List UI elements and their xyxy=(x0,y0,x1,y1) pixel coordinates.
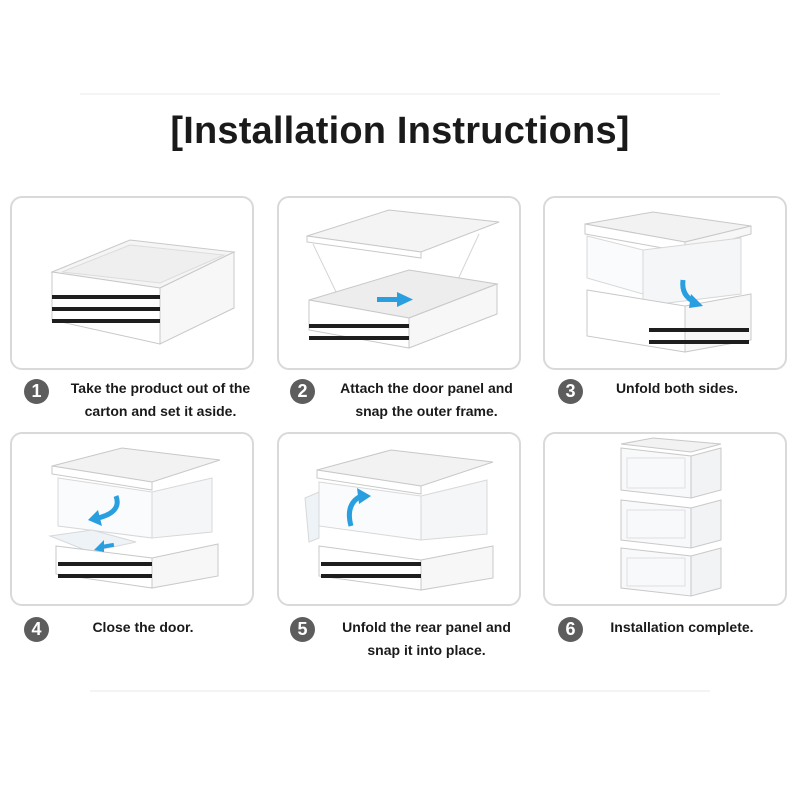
step-caption: Attach the door panel and snap the outer… xyxy=(340,380,513,419)
fold-slot-1 xyxy=(52,295,160,299)
step-6: 6 Installation complete. xyxy=(558,617,798,667)
step-3-illustration xyxy=(543,196,787,370)
step-5: 5 Unfold the rear panel and snap it into… xyxy=(290,617,530,667)
fold-slot-3 xyxy=(52,319,160,323)
step-4-illustration xyxy=(10,432,254,606)
step-3: 3 Unfold both sides. xyxy=(558,379,798,429)
step-number-badge: 3 xyxy=(558,379,583,404)
step-1: 1 Take the product out of the carton and… xyxy=(24,379,264,429)
stacked-boxes-image xyxy=(620,437,722,597)
folded-box-image xyxy=(50,239,236,345)
faint-divider-top xyxy=(80,93,720,95)
step-2-illustration xyxy=(277,196,521,370)
arrow-right-icon xyxy=(377,292,413,307)
step-number-badge: 1 xyxy=(24,379,49,404)
page-title: [Installation Instructions] xyxy=(170,110,630,152)
step-caption: Installation complete. xyxy=(610,619,754,635)
step-number-badge: 6 xyxy=(558,617,583,642)
step-6-illustration xyxy=(543,432,787,606)
fold-slot-2 xyxy=(52,307,160,311)
step-4: 4 Close the door. xyxy=(24,617,264,667)
step-1-illustration xyxy=(10,196,254,370)
step-2: 2 Attach the door panel and snap the out… xyxy=(290,379,530,429)
step-caption: Unfold both sides. xyxy=(615,380,739,396)
arrow-left-icon xyxy=(94,540,115,552)
step-caption: Unfold the rear panel and snap it into p… xyxy=(342,619,511,658)
step-caption: Close the door. xyxy=(92,619,194,635)
step-number-badge: 2 xyxy=(290,379,315,404)
step-caption: Take the product out of the carton and s… xyxy=(70,380,251,419)
arrow-curve-down-icon xyxy=(97,495,120,521)
step-5-illustration xyxy=(277,432,521,606)
step-number-badge: 4 xyxy=(24,617,49,642)
step-number-badge: 5 xyxy=(290,617,315,642)
faint-divider-bottom xyxy=(90,690,710,692)
